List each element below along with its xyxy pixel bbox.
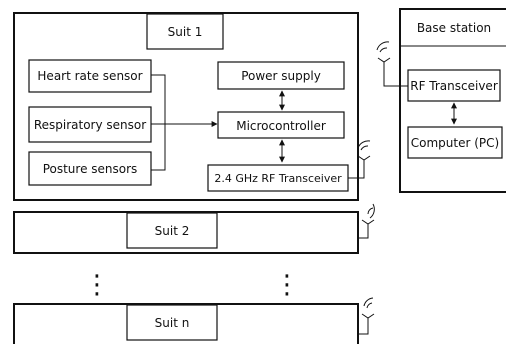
- base-station: Base station RF Transceiver Computer (PC…: [376, 8, 506, 193]
- antenna-icon: [376, 41, 391, 66]
- microcontroller-label: Microcontroller: [236, 119, 326, 133]
- base-rf-transceiver-label: RF Transceiver: [410, 79, 498, 93]
- antenna-icon: [361, 297, 375, 322]
- power-supply-box: [217, 61, 345, 90]
- suit-2-title: Suit 2: [155, 224, 190, 238]
- suit-n-antenna-line: [358, 322, 369, 335]
- suit-1-antenna-line: [348, 164, 365, 179]
- computer-box: [407, 126, 503, 159]
- suit-2: Suit 2: [13, 203, 375, 254]
- computer-label: Computer (PC): [411, 136, 499, 150]
- suit-2-antenna-line: [358, 228, 369, 239]
- base-antenna-line: [383, 66, 408, 87]
- power-supply-label: Power supply: [241, 69, 321, 83]
- suit-n-title-box: [126, 304, 218, 341]
- base-station-title: Base station: [417, 21, 491, 35]
- microcontroller-box: [217, 111, 345, 139]
- antenna-icon: [361, 203, 375, 228]
- base-rf-transceiver-box: [407, 69, 501, 102]
- ellipsis-right: ⋮: [274, 270, 300, 300]
- suit-2-title-box: [126, 212, 218, 249]
- ellipsis-left: ⋮: [84, 270, 110, 300]
- suit-1-title: Suit 1: [168, 25, 203, 39]
- suit-1-title-box: [146, 13, 224, 50]
- rf-transceiver-suit-label: 2.4 GHz RF Transceiver: [214, 172, 342, 185]
- suit-1: Suit 1 Heart rate sensor Respiratory sen…: [13, 12, 371, 201]
- respiratory-sensor-label: Respiratory sensor: [34, 118, 146, 132]
- posture-sensors-box: [28, 151, 152, 186]
- sensor-bracket: [151, 74, 166, 171]
- heart-rate-sensor-label: Heart rate sensor: [37, 69, 142, 83]
- posture-sensors-label: Posture sensors: [43, 162, 138, 176]
- heart-rate-sensor-box: [28, 59, 152, 93]
- antenna-icon: [357, 140, 371, 164]
- suit-n: Suit n: [13, 297, 375, 344]
- suit-n-title: Suit n: [155, 316, 190, 330]
